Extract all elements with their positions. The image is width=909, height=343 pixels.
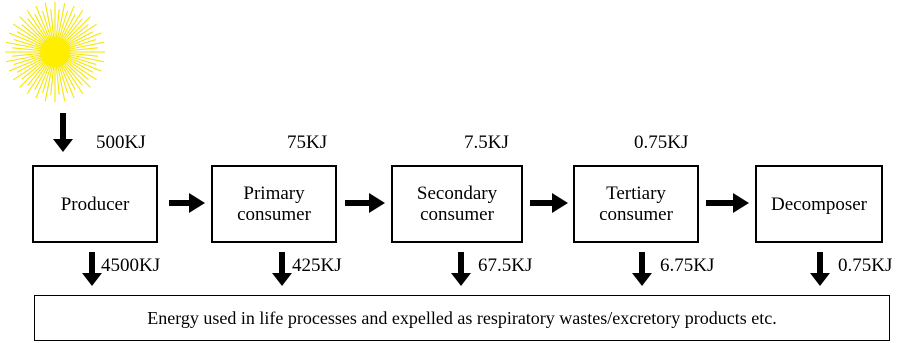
node-label: Primary consumer: [237, 183, 311, 225]
sun-to-producer-arrow: [53, 113, 73, 152]
sun-ray: [67, 32, 102, 48]
sun-ray: [27, 18, 47, 42]
sun-ray: [26, 10, 48, 41]
sun-ray: [34, 13, 49, 40]
sun-ray: [16, 58, 43, 73]
sun-ray: [50, 65, 55, 95]
energy-lost-producer: 4500KJ: [101, 255, 161, 276]
sun-ray: [44, 65, 53, 102]
sun-ray: [13, 38, 42, 49]
sun-ray: [19, 61, 46, 88]
node-label: Decomposer: [770, 193, 868, 215]
sun-ray: [26, 63, 48, 94]
sun-core: [40, 37, 70, 67]
sun-ray: [58, 10, 69, 39]
node-label: Producer: [60, 193, 130, 215]
sun-ray: [68, 38, 97, 49]
sun-ray: [21, 60, 45, 80]
energy-sink-text: Energy used in life processes and expell…: [147, 307, 777, 328]
primary-to-secondary-arrow: [345, 193, 385, 213]
sun-ray: [67, 56, 102, 72]
sun-ray: [61, 13, 76, 40]
node-producer: Producer: [32, 165, 158, 243]
sun-ray: [44, 2, 53, 39]
sun-ray: [63, 62, 83, 86]
energy-in-primary-consumer: 75KJ: [287, 132, 328, 153]
energy-in-producer: 500KJ: [96, 132, 146, 153]
sun-ray: [68, 52, 98, 57]
sun-ray: [67, 31, 94, 46]
sun-ray: [65, 60, 89, 80]
sun-ray: [64, 61, 91, 88]
sun-ray: [13, 23, 44, 45]
producer-loss-arrow: [82, 252, 102, 286]
sun-ray: [41, 65, 52, 94]
arrows-layer: [53, 113, 830, 286]
sun-ray: [13, 59, 44, 81]
sun-ray: [63, 18, 83, 42]
sun-ray: [68, 54, 105, 63]
sun-ray: [34, 64, 49, 91]
sun-ray: [68, 55, 97, 66]
sun-ray: [41, 10, 52, 39]
sun-ray: [27, 62, 47, 86]
sun-ray: [5, 41, 42, 50]
sun-ray: [35, 64, 51, 99]
node-decomposer: Decomposer: [755, 165, 883, 243]
sun-ray: [61, 64, 76, 91]
sun-ray: [67, 58, 94, 73]
sun-ray: [62, 63, 84, 94]
sun-ray: [12, 47, 42, 52]
sun-ray: [12, 52, 42, 57]
sun-ray: [68, 41, 105, 50]
decomposer-loss-arrow: [810, 252, 830, 286]
energy-in-tertiary-consumer: 0.75KJ: [634, 132, 689, 153]
node-secondary-consumer: Secondary consumer: [391, 165, 523, 243]
sun-ray: [19, 16, 46, 43]
sun-ray: [57, 65, 66, 102]
node-label: Secondary consumer: [416, 183, 498, 225]
energy-lost-primary-consumer: 425KJ: [292, 255, 342, 276]
sun-ray: [59, 5, 75, 40]
secondary-loss-arrow: [451, 252, 471, 286]
sun-ray: [16, 31, 43, 46]
tertiary-to-decomposer-arrow: [706, 193, 749, 213]
producer-to-primary-arrow: [169, 193, 205, 213]
sun-ray: [35, 5, 51, 40]
sun-ray: [8, 32, 43, 48]
sun-ray: [50, 9, 55, 39]
energy-sink-box: Energy used in life processes and expell…: [34, 295, 890, 341]
energy-in-secondary-consumer: 7.5KJ: [464, 132, 509, 153]
sun-ray: [5, 54, 42, 63]
tertiary-loss-arrow: [632, 252, 652, 286]
sun-icon: [5, 2, 105, 102]
sun-ray: [13, 55, 42, 66]
sun-ray: [64, 16, 91, 43]
sun-ray: [21, 24, 45, 44]
node-label: Tertiary consumer: [599, 183, 673, 225]
energy-lost-decomposer: 0.75KJ: [838, 255, 893, 276]
primary-loss-arrow: [272, 252, 292, 286]
sun-ray: [8, 56, 43, 72]
sun-ray: [59, 64, 75, 99]
sun-ray: [68, 47, 98, 52]
secondary-to-tertiary-arrow: [530, 193, 568, 213]
sun-ray: [55, 65, 60, 95]
sun-ray: [66, 59, 97, 81]
node-primary-consumer: Primary consumer: [211, 165, 337, 243]
node-tertiary-consumer: Tertiary consumer: [573, 165, 699, 243]
sun-ray: [55, 9, 60, 39]
sun-ray: [65, 24, 89, 44]
sun-ray: [57, 2, 66, 39]
energy-lost-secondary-consumer: 67.5KJ: [478, 255, 533, 276]
sun-ray: [62, 10, 84, 41]
energy-lost-tertiary-consumer: 6.75KJ: [660, 255, 715, 276]
sun-ray: [66, 23, 97, 45]
sun-ray: [58, 65, 69, 94]
